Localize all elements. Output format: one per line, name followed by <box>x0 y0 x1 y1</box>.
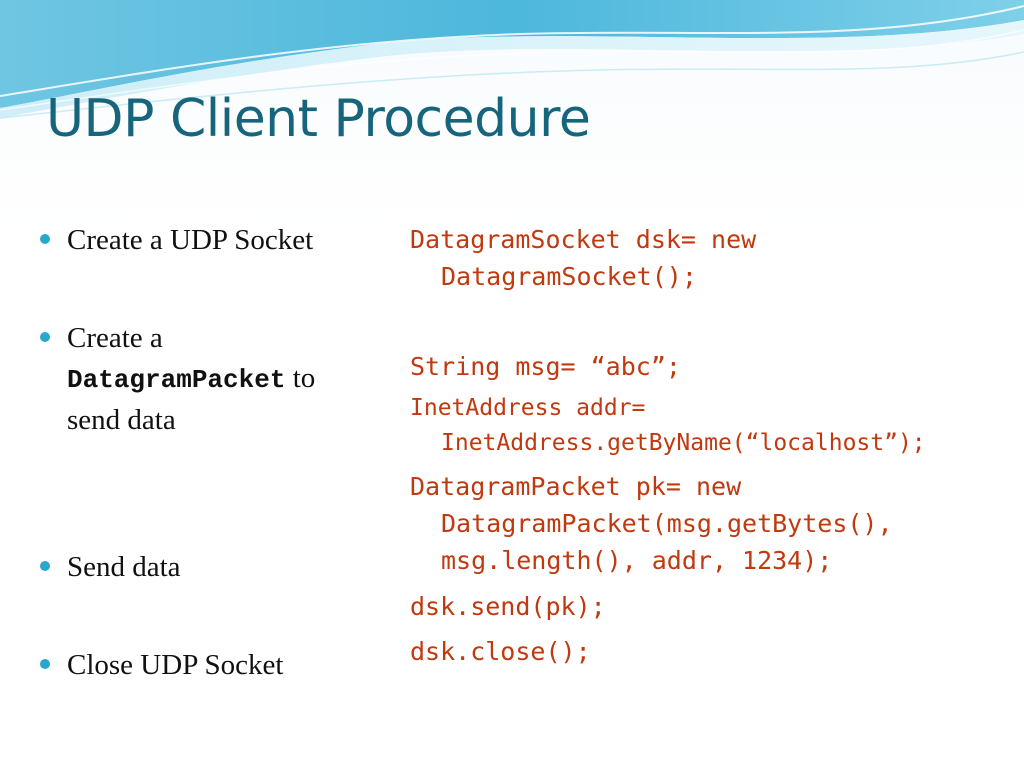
bullet-dot-icon <box>40 659 50 669</box>
code-packet: DatagramPacket pk= new DatagramPacket(ms… <box>410 468 1010 579</box>
code-line: dsk.close(); <box>410 637 591 666</box>
code-line: InetAddress.getByName(“localhost”); <box>441 430 926 456</box>
bullet-create-socket: Create a UDP Socket <box>40 220 392 260</box>
bullet-send-data: Send data <box>40 547 392 587</box>
bullet-close-socket: Close UDP Socket <box>40 645 392 685</box>
bullet-dot-icon <box>40 332 50 342</box>
code-line: DatagramPacket pk= new <box>410 472 742 501</box>
bullet-create-packet: Create a DatagramPacket to send data <box>40 318 392 440</box>
bullet-text-line2: send data <box>67 404 176 436</box>
bullet-text-suffix: to <box>285 362 316 394</box>
code-line: DatagramSocket dsk= new <box>410 225 757 254</box>
code-line: DatagramSocket(); <box>441 262 697 291</box>
bullet-text: Send data <box>67 551 181 583</box>
slide-title: UDP Client Procedure <box>46 89 591 149</box>
bullet-text-prefix: Create a <box>67 322 163 354</box>
code-line: dsk.send(pk); <box>410 592 606 621</box>
code-line: msg.length(), addr, 1234); <box>441 546 833 575</box>
code-line: DatagramPacket(msg.getBytes(), <box>441 509 893 538</box>
code-line: InetAddress addr= <box>410 395 646 421</box>
bullet-code-term: DatagramPacket <box>67 365 286 395</box>
bullet-text: Close UDP Socket <box>67 649 284 681</box>
code-close: dsk.close(); <box>410 633 1010 670</box>
code-msg: String msg= “abc”; <box>410 348 1010 385</box>
code-line: String msg= “abc”; <box>410 352 681 381</box>
bullet-text: Create a DatagramPacket to send data <box>40 318 392 440</box>
code-create-socket: DatagramSocket dsk= new DatagramSocket()… <box>410 221 1010 295</box>
bullet-text: Create a UDP Socket <box>67 224 314 256</box>
bullet-dot-icon <box>40 234 50 244</box>
code-send: dsk.send(pk); <box>410 588 1010 625</box>
code-address: InetAddress addr= InetAddress.getByName(… <box>410 391 1010 461</box>
header-wave-decoration <box>0 0 1024 119</box>
bullet-dot-icon <box>40 561 50 571</box>
